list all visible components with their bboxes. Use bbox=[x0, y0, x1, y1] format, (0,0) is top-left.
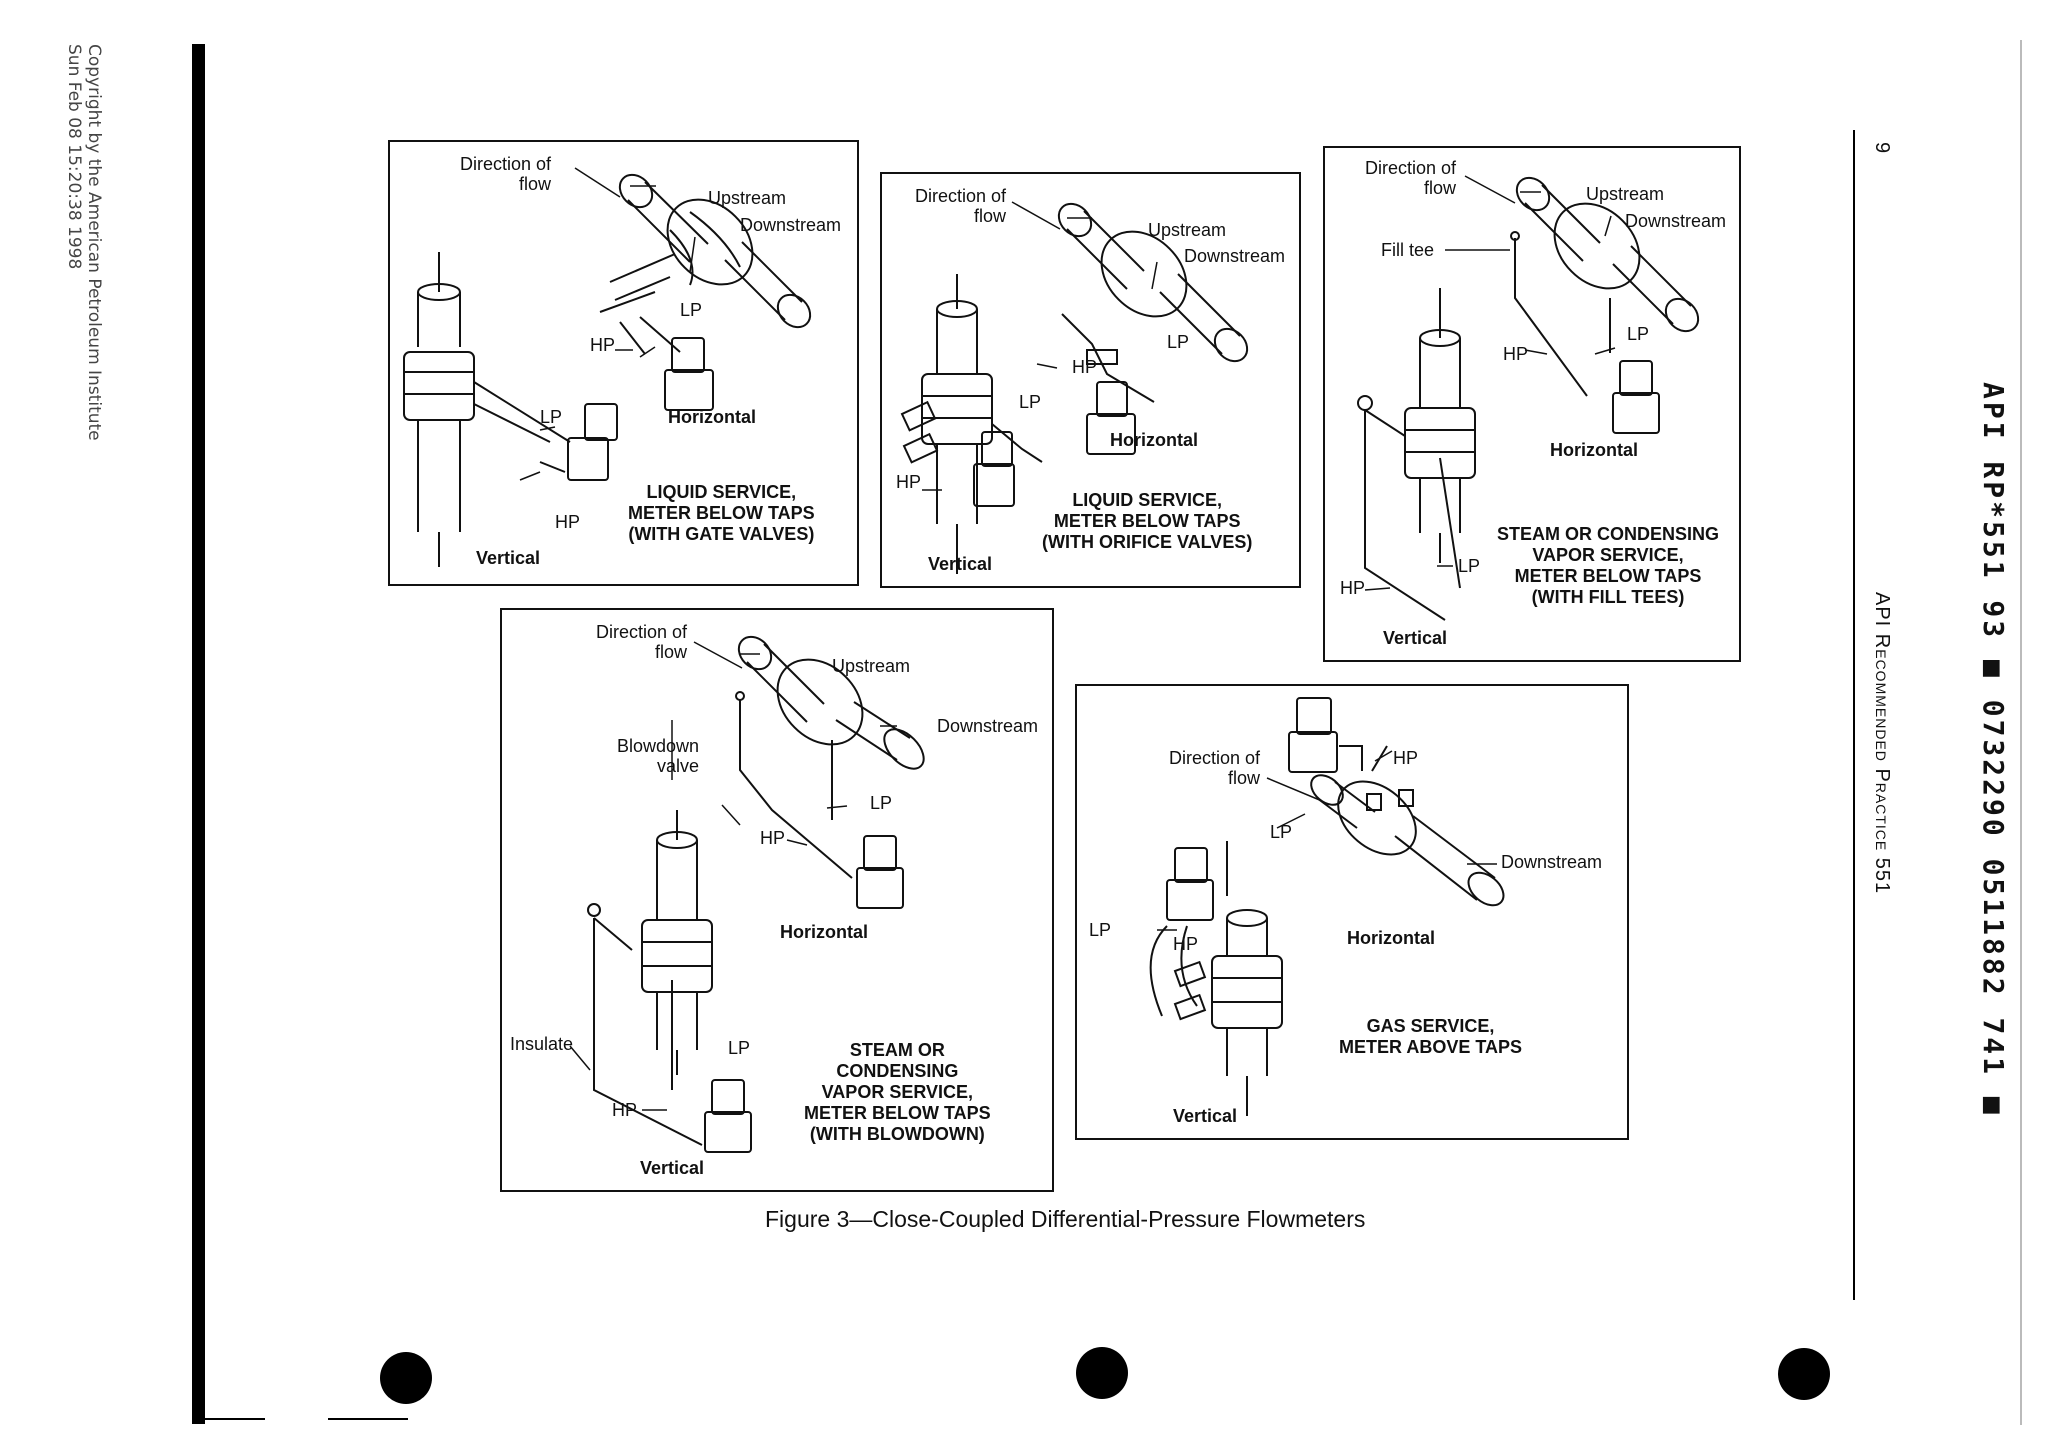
p3-hp-vertical: HP bbox=[1340, 578, 1366, 598]
p2-horizontal-label: Horizontal bbox=[1110, 430, 1198, 450]
right-edge-rule bbox=[2020, 40, 2022, 1425]
left-margin-bar bbox=[192, 44, 205, 1424]
p1-direction-label: Direction of flow bbox=[460, 154, 552, 194]
p5-horizontal-label: Horizontal bbox=[1347, 928, 1435, 948]
p3-lp-vertical: LP bbox=[1458, 556, 1481, 576]
p3-horizontal-label: Horizontal bbox=[1550, 440, 1638, 460]
p5-direction-label: Direction of flow bbox=[1169, 748, 1261, 788]
p3-hp-horizontal: HP bbox=[1503, 344, 1529, 364]
running-title: API Recommended Practice 551 bbox=[1871, 592, 1893, 895]
p4-blowdown-label: Blowdown valve bbox=[617, 736, 700, 776]
panel-steam-fill-tees: Direction of flow Upstream Downstream Fi… bbox=[1323, 146, 1741, 662]
p4-horizontal-label: Horizontal bbox=[780, 922, 868, 942]
panel-liquid-gate-valves: Direction of flow Upstream Downstream LP… bbox=[388, 140, 859, 586]
p5-lp-horizontal: LP bbox=[1270, 822, 1293, 842]
bottom-rule bbox=[205, 1418, 265, 1420]
panel-5-drawing bbox=[1149, 697, 1505, 1116]
p3-downstream-label: Downstream bbox=[1625, 211, 1727, 231]
p4-insulate-label: Insulate bbox=[510, 1034, 574, 1054]
panel-gas-service: Direction of flow HP LP Downstream Horiz… bbox=[1075, 684, 1629, 1140]
p1-lp-vertical: LP bbox=[540, 407, 563, 427]
p2-direction-label: Direction of flow bbox=[915, 186, 1007, 226]
bottom-rule-2 bbox=[328, 1418, 408, 1420]
p4-downstream-label: Downstream bbox=[937, 716, 1039, 736]
p1-vertical-label: Vertical bbox=[476, 548, 541, 568]
copyright-line-1: Copyright by the American Petroleum Inst… bbox=[84, 44, 104, 441]
p2-hp-horizontal: HP bbox=[1072, 357, 1098, 377]
p2-lp-vertical: LP bbox=[1019, 392, 1042, 412]
p4-hp-vertical: HP bbox=[612, 1100, 638, 1120]
p3-upstream-label: Upstream bbox=[1586, 184, 1665, 204]
figure-caption: Figure 3—Close-Coupled Differential-Pres… bbox=[765, 1206, 1366, 1232]
panel-3-drawing bbox=[1357, 175, 1700, 621]
p1-horizontal-label: Horizontal bbox=[668, 407, 756, 427]
binding-hole-right bbox=[1778, 1348, 1830, 1400]
p4-hp-horizontal: HP bbox=[760, 828, 786, 848]
p3-direction-label: Direction of flow bbox=[1365, 158, 1457, 198]
p5-hp-vertical: HP bbox=[1173, 934, 1199, 954]
p4-lp-horizontal: LP bbox=[870, 793, 893, 813]
p3-vertical-label: Vertical bbox=[1383, 628, 1448, 648]
p5-caption: GAS SERVICE, METER ABOVE TAPS bbox=[1339, 1016, 1523, 1057]
p2-downstream-label: Downstream bbox=[1184, 246, 1286, 266]
p5-lp-vertical: LP bbox=[1089, 920, 1112, 940]
panel-liquid-orifice-valves: Direction of flow Upstream Downstream LP… bbox=[880, 172, 1301, 588]
p4-caption: STEAM OR CONDENSING VAPOR SERVICE, METER… bbox=[804, 1040, 991, 1144]
p5-vertical-label: Vertical bbox=[1173, 1106, 1238, 1126]
p5-downstream-label: Downstream bbox=[1501, 852, 1603, 872]
p4-direction-label: Direction of flow bbox=[596, 622, 688, 662]
p1-hp-horizontal: HP bbox=[590, 335, 616, 355]
right-rule bbox=[1853, 130, 1855, 1300]
p2-caption: LIQUID SERVICE, METER BELOW TAPS (WITH O… bbox=[1042, 490, 1253, 552]
document-code: API RP*551 93 ■ 0732290 0511882 741 ■ bbox=[1977, 382, 2010, 1117]
binding-hole-left bbox=[380, 1352, 432, 1404]
panel-steam-blowdown: Direction of flow Upstream Downstream Bl… bbox=[500, 608, 1054, 1192]
p2-hp-vertical: HP bbox=[896, 472, 922, 492]
p1-caption: LIQUID SERVICE, METER BELOW TAPS (WITH G… bbox=[628, 482, 815, 544]
page-number: 9 bbox=[1871, 142, 1893, 155]
panel-1-drawing bbox=[403, 167, 812, 567]
p1-upstream-label: Upstream bbox=[708, 188, 787, 208]
p5-hp-horizontal: HP bbox=[1393, 748, 1419, 768]
p3-fill-tee-label: Fill tee bbox=[1381, 240, 1435, 260]
p3-caption: STEAM OR CONDENSING VAPOR SERVICE, METER… bbox=[1497, 524, 1720, 607]
panel-2-drawing bbox=[900, 201, 1249, 574]
p2-vertical-label: Vertical bbox=[928, 554, 993, 574]
copyright-line-2: Sun Feb 08 15:20:38 1998 bbox=[64, 44, 84, 270]
p4-upstream-label: Upstream bbox=[832, 656, 911, 676]
binding-hole-center bbox=[1076, 1347, 1128, 1399]
p4-lp-vertical: LP bbox=[728, 1038, 751, 1058]
copyright-notice: Copyright by the American Petroleum Inst… bbox=[64, 44, 104, 441]
p3-lp-horizontal: LP bbox=[1627, 324, 1650, 344]
p4-vertical-label: Vertical bbox=[640, 1158, 705, 1178]
p2-lp-horizontal: LP bbox=[1167, 332, 1190, 352]
p1-downstream-label: Downstream bbox=[740, 215, 842, 235]
p2-upstream-label: Upstream bbox=[1148, 220, 1227, 240]
p1-hp-vertical: HP bbox=[555, 512, 581, 532]
panel-4-drawing bbox=[569, 635, 925, 1153]
p1-lp-horizontal: LP bbox=[680, 300, 703, 320]
